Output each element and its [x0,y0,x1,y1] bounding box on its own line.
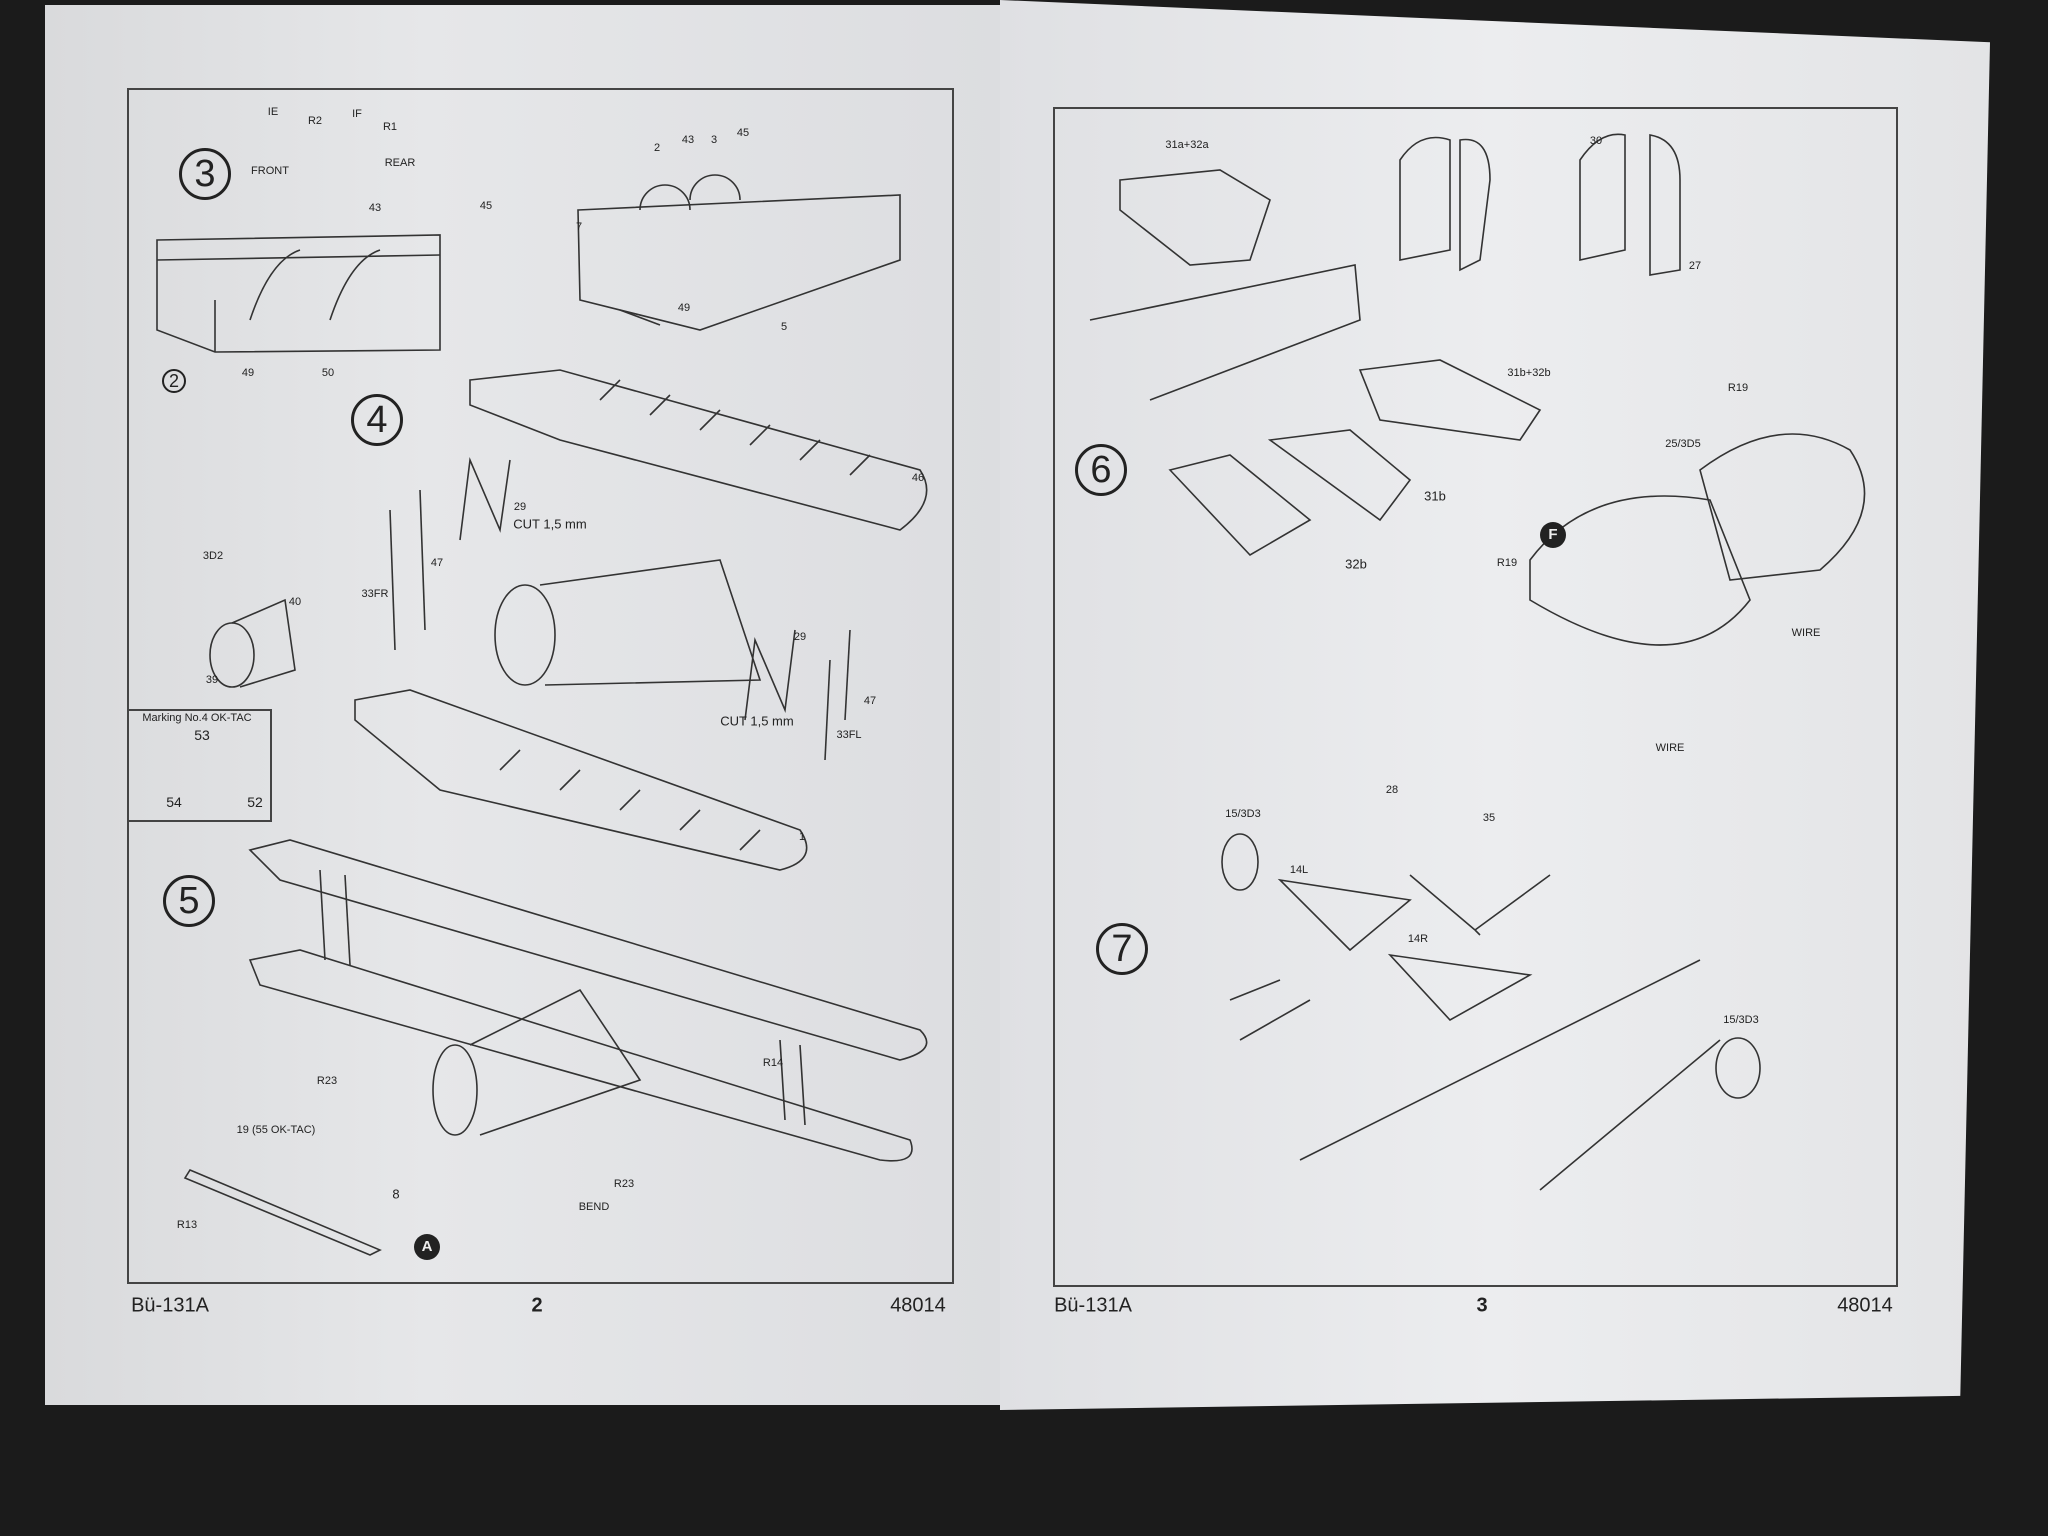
label-32b: 32b [1345,556,1367,572]
label-45: 45 [479,200,493,212]
label-15-3d3: 15/3D3 [1723,1014,1759,1026]
label-2: 2 [653,142,661,154]
label-r19: R19 [1727,382,1749,394]
step-3-number: 3 [179,148,231,200]
biplane-drawing [183,839,928,1256]
label-31b: 31b [1424,488,1446,504]
label-27: 27 [1688,260,1702,272]
footer-code: 48014 [1837,1294,1893,1317]
label-46: 46 [911,472,925,484]
label-33fr: 33FR [361,588,389,600]
label-14l: 14L [1289,864,1309,876]
label-29: 29 [513,501,527,513]
marker-f: F [1540,522,1566,548]
label-r23: R23 [316,1075,338,1087]
label-33fl: 33FL [836,729,862,741]
label-50: 50 [321,367,335,379]
label-cut: CUT 1,5 mm [513,516,587,532]
label-if: IF [352,108,362,120]
cowling-drawing [209,598,296,688]
fuselage-front-drawing [494,559,762,686]
substep-2: 2 [162,369,186,393]
footer-code: 48014 [890,1294,946,1317]
label-31a-32a: 31a+32a [1165,139,1209,151]
label-front: FRONT [251,165,289,177]
label-rear: REAR [384,157,416,169]
label-r23: R23 [613,1178,635,1190]
footer-model: Bü-131A [131,1294,209,1317]
label-wire: WIRE [1791,627,1821,639]
label-53: 53 [194,727,210,743]
label-28: 28 [1385,784,1399,796]
right-frame [1053,107,1898,1287]
marking-title: Marking No.4 OK-TAC [142,712,252,724]
label-r13: R13 [176,1219,198,1231]
label-8: 8 [392,1186,400,1202]
label-43: 43 [368,202,382,214]
label-35: 35 [1482,812,1496,824]
label-47: 47 [430,557,444,569]
label-47: 47 [863,695,877,707]
label-7: 7 [575,221,583,233]
right-page [1000,0,1990,1410]
label-wire: WIRE [1655,742,1685,754]
label-15-3d3: 15/3D3 [1225,808,1261,820]
label-19: 19 (55 OK-TAC) [236,1124,316,1136]
label-3d2: 3D2 [202,550,224,562]
step-4-number: 4 [351,394,403,446]
marking-box [127,709,272,822]
lower-wing-drawing [354,689,808,871]
step-7-number: 7 [1096,923,1148,975]
label-r14: R14 [762,1057,784,1069]
label-52: 52 [247,794,263,810]
label-39: 39 [205,674,219,686]
label-49: 49 [677,302,691,314]
left-frame [127,88,954,1284]
label-14r: 14R [1407,933,1429,945]
label-r1: R1 [382,121,398,133]
label-3: 3 [710,134,718,146]
footer-page-number: 3 [1476,1294,1488,1317]
label-cut: CUT 1,5 mm [720,713,794,729]
footer-model: Bü-131A [1054,1294,1132,1317]
label-r19: R19 [1496,557,1518,569]
label-54: 54 [166,794,182,810]
label-1: 1 [798,831,806,843]
left-page [45,5,1000,1405]
label-bend: BEND [578,1201,610,1213]
step-6-number: 6 [1075,444,1127,496]
footer-page-number: 2 [531,1294,543,1317]
label-5: 5 [780,321,788,333]
struts-drawing [389,456,851,761]
label-40: 40 [288,596,302,608]
fuselage-frame-drawing [156,234,441,353]
tail-surfaces-drawing [1089,133,1866,646]
upper-wing-drawing [469,369,928,531]
label-43: 43 [681,134,695,146]
label-30: 30 [1589,135,1603,147]
label-ie: IE [267,106,279,118]
label-29: 29 [793,631,807,643]
label-31b-32b: 31b+32b [1507,367,1551,379]
cockpit-drawing [577,174,901,331]
label-25-3d5: 25/3D5 [1665,438,1701,450]
step-5-number: 5 [163,875,215,927]
landing-gear-drawing [1221,833,1761,1191]
marker-a: A [414,1234,440,1260]
label-49: 49 [241,367,255,379]
label-r2: R2 [307,115,323,127]
label-45: 45 [736,127,750,139]
